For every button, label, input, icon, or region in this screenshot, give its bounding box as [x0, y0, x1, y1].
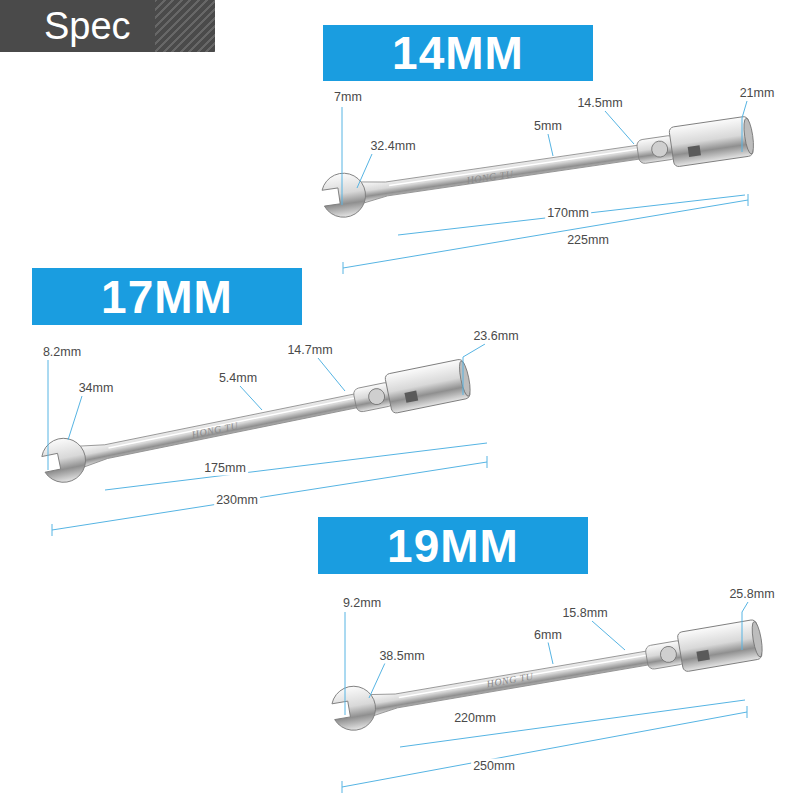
dimension-label: 250mm	[471, 759, 517, 774]
spec-badge: Spec	[0, 0, 215, 52]
dimension-label: 38.5mm	[377, 649, 426, 664]
dimension-label: 9.2mm	[341, 596, 383, 611]
dimension-label: 14.7mm	[285, 343, 334, 358]
dimension-label: 230mm	[214, 493, 260, 508]
size-band: 19MM	[318, 517, 588, 574]
dimension-label: 225mm	[565, 233, 611, 248]
dimension-label: 25.8mm	[727, 587, 776, 602]
dimension-label: 34mm	[77, 381, 116, 396]
size-heading: 17MM	[101, 270, 233, 324]
dimension-label: 6mm	[532, 628, 564, 643]
dimension-label: 8.2mm	[41, 345, 83, 360]
size-heading: 14MM	[392, 26, 524, 80]
dimension-label: 21mm	[738, 86, 777, 101]
brand-mark: HONG TU	[188, 418, 241, 443]
dimension-label: 170mm	[545, 206, 591, 221]
dimension-label: 5.4mm	[217, 371, 259, 386]
size-heading: 19MM	[387, 519, 519, 573]
size-band: 17MM	[32, 268, 302, 325]
dimension-label: 32.4mm	[368, 139, 417, 154]
dimension-label: 23.6mm	[471, 329, 520, 344]
size-band: 14MM	[323, 25, 593, 81]
dimension-label: 5mm	[532, 119, 564, 134]
dimension-label: 7mm	[332, 90, 364, 105]
dimension-label: 175mm	[202, 461, 248, 476]
dimension-label: 15.8mm	[560, 606, 609, 621]
spec-heading: Spec	[44, 5, 131, 48]
dimension-label: 220mm	[452, 711, 498, 726]
dimension-label: 14.5mm	[575, 96, 624, 111]
